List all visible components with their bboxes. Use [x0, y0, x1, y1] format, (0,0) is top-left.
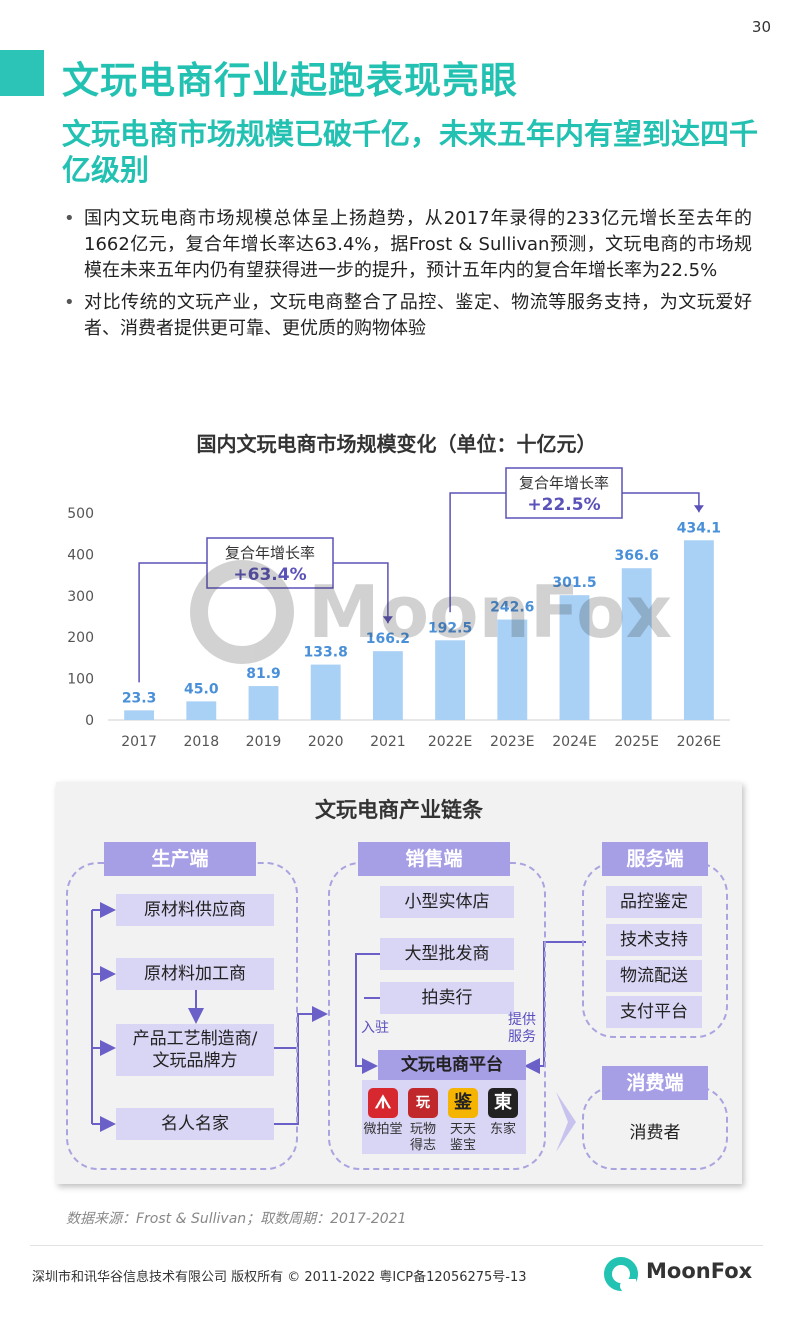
bar [310, 664, 341, 720]
bar-value-label: 81.9 [246, 666, 281, 682]
bullet-item: 对比传统的文玩产业，文玩电商整合了品控、鉴定、物流等服务支持，为文玩爱好者、消费… [62, 290, 752, 342]
y-tick-label: 0 [85, 713, 94, 729]
bar-value-label: 166.2 [366, 631, 410, 647]
tiantianjianbao-app-icon: 鉴 [448, 1088, 478, 1118]
dongjia-app-icon: 東 [488, 1088, 518, 1118]
x-tick-label: 2023E [490, 734, 534, 750]
node-logistics: 物流配送 [606, 960, 702, 992]
bar-value-label: 192.5 [428, 620, 472, 636]
service-label: 提供 服务 [508, 1012, 536, 1045]
sales-header: 销售端 [358, 842, 510, 876]
cagr-box [206, 537, 334, 589]
bar [559, 595, 590, 720]
cagr-label: 复合年增长率 [225, 544, 315, 562]
node-tech-support: 技术支持 [606, 924, 702, 956]
node-quality-appraisal: 品控鉴定 [606, 886, 702, 918]
node-raw-material-processor: 原材料加工商 [116, 958, 274, 990]
production-header: 生产端 [104, 842, 256, 876]
node-consumer: 消费者 [629, 1123, 681, 1143]
bar-value-label: 366.6 [615, 548, 659, 564]
data-source-note: 数据来源：Frost & Sullivan；取数周期：2017-2021 [66, 1211, 407, 1227]
bar [435, 640, 466, 720]
x-tick-label: 2020 [308, 734, 344, 750]
x-tick-label: 2025E [614, 734, 658, 750]
bar-value-label: 133.8 [304, 645, 348, 661]
bar [621, 568, 652, 720]
bar [683, 540, 714, 720]
bar [124, 710, 155, 720]
chart-title: 国内文玩电商市场规模变化（单位：十亿元） [196, 432, 597, 456]
app-label-tiantianjianbao: 天天 鉴宝 [449, 1122, 476, 1153]
x-tick-label: 2024E [552, 734, 596, 750]
moonfox-logo: MoonFox [604, 1255, 764, 1295]
wanwudezhi-app-icon: 玩 [408, 1088, 438, 1118]
x-tick-label: 2022E [428, 734, 472, 750]
cagr-label: 复合年增长率 [519, 474, 609, 492]
x-tick-label: 2017 [121, 734, 157, 750]
node-famous-artists: 名人名家 [116, 1108, 274, 1140]
page-title: 文玩电商行业起跑表现亮眼 [62, 59, 518, 102]
cagr-box [505, 467, 623, 519]
footer-copyright: 深圳市和讯华谷信息技术有限公司 版权所有 © 2011-2022 粤ICP备12… [32, 1270, 527, 1285]
industry-chain-diagram: 文玩电商产业链条 生产端 原材料供应商 原材料加工商 产品工艺制造商/ 文玩品牌… [56, 782, 742, 1184]
diagram-title: 文玩电商产业链条 [315, 798, 483, 822]
consumer-header: 消费端 [602, 1066, 708, 1100]
x-tick-label: 2019 [246, 734, 282, 750]
cagr-bracket-arrow [693, 505, 704, 513]
bar-value-label: 45.0 [184, 681, 219, 697]
y-tick-label: 100 [67, 672, 94, 688]
node-auction-house: 拍卖行 [380, 982, 514, 1014]
node-payment: 支付平台 [606, 996, 702, 1028]
market-size-bar-chart: 0 100 200 300 400 500 23.3 2017 45.0 2018 81.9 2019… [67, 467, 730, 750]
bar [372, 651, 403, 720]
bar-value-label: 242.6 [490, 600, 534, 616]
app-label-wanwudezhi: 玩物 得志 [409, 1122, 436, 1153]
y-tick-label: 200 [67, 630, 94, 646]
y-tick-label: 400 [67, 547, 94, 563]
moonfox-logo-icon [604, 1257, 638, 1293]
page-subtitle: 文玩电商市场规模已破千亿，未来五年内有望到达四千亿级别 [62, 117, 759, 187]
bar-value-label: 434.1 [677, 520, 721, 536]
bar [497, 619, 528, 720]
bar-value-label: 23.3 [122, 690, 157, 706]
bar-value-label: 301.5 [552, 575, 596, 591]
cagr-value: +63.4% [233, 565, 306, 585]
title-accent-bar [0, 50, 44, 96]
x-tick-label: 2018 [183, 734, 219, 750]
moonfox-logo-text: MoonFox [646, 1259, 753, 1283]
platform-to-consumer-arrow [556, 1092, 576, 1152]
cagr-value: +22.5% [527, 495, 600, 515]
app-label-weipaitang: 微拍堂 [363, 1122, 403, 1137]
y-tick-label: 500 [67, 506, 94, 522]
footer-divider [30, 1245, 763, 1246]
bullet-item: 国内文玩电商市场规模总体呈上扬趋势，从2017年录得的233亿元增长至去年的16… [62, 206, 752, 284]
y-tick-label: 300 [67, 589, 94, 605]
service-header: 服务端 [602, 842, 708, 876]
app-label-dongjia: 东家 [489, 1122, 516, 1137]
bar [186, 701, 217, 720]
x-tick-label: 2021 [370, 734, 406, 750]
node-raw-material-supplier: 原材料供应商 [116, 894, 274, 926]
bar [248, 686, 279, 720]
weipaitang-app-icon: ᗑ [368, 1088, 398, 1118]
x-tick-label: 2026E [677, 734, 721, 750]
page-number: 30 [751, 18, 771, 36]
entry-label: 入驻 [361, 1020, 389, 1036]
diagram-connectors [91, 902, 586, 1152]
node-small-store: 小型实体店 [380, 886, 514, 918]
platform-header: 文玩电商平台 [378, 1050, 526, 1080]
cagr-bracket-arrow [382, 616, 393, 624]
bullet-list: 国内文玩电商市场规模总体呈上扬趋势，从2017年录得的233亿元增长至去年的16… [62, 206, 752, 348]
node-wholesaler: 大型批发商 [380, 938, 514, 970]
node-manufacturer-brand: 产品工艺制造商/ 文玩品牌方 [116, 1024, 274, 1076]
